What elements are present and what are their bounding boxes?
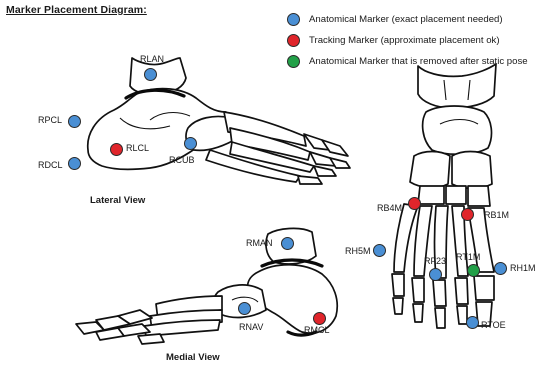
legend-label-tracking: Tracking Marker (approximate placement o… [309,35,500,46]
marker-label-rlcl: RLCL [126,143,149,153]
marker-rtoe [466,316,479,329]
marker-rnav [238,302,251,315]
marker-rdcl [68,157,81,170]
anatomical-marker-swatch [287,13,300,26]
marker-label-rlan: RLAN [140,54,164,64]
marker-rcub [184,137,197,150]
marker-rb1m [461,208,474,221]
legend-label-anatomical: Anatomical Marker (exact placement neede… [309,14,503,25]
diagram-title: Marker Placement Diagram: [6,4,147,16]
legend-item-removed: Anatomical Marker that is removed after … [287,53,528,69]
marker-rman [281,237,294,250]
marker-label-rh5m: RH5M [345,246,371,256]
marker-label-rb1m: RB1M [484,210,509,220]
marker-label-rt1m: RT1M [456,252,480,262]
medial-foot-drawing [76,228,337,344]
dorsal-foot-drawing [392,64,496,328]
marker-rt1m [467,264,480,277]
marker-rb4m [408,197,421,210]
legend-item-anatomical: Anatomical Marker (exact placement neede… [287,11,503,27]
legend-label-removed: Anatomical Marker that is removed after … [309,56,528,67]
marker-label-rf23: RF23 [424,256,446,266]
marker-rh5m [373,244,386,257]
marker-rpcl [68,115,81,128]
marker-label-rcub: RCUB [169,155,195,165]
marker-rmcl [313,312,326,325]
marker-label-rmcl: RMCL [304,325,330,335]
marker-label-rpcl: RPCL [38,115,62,125]
lateral-foot-drawing [88,58,350,184]
marker-label-rh1m: RH1M [510,263,536,273]
marker-label-rtoe: RTOE [481,320,506,330]
marker-rf23 [429,268,442,281]
marker-rh1m [494,262,507,275]
lateral-view-label: Lateral View [90,195,145,206]
marker-label-rman: RMAN [246,238,273,248]
marker-rlan [144,68,157,81]
marker-rlcl [110,143,123,156]
tracking-marker-swatch [287,34,300,47]
medial-view-label: Medial View [166,352,220,363]
marker-label-rnav: RNAV [239,322,263,332]
removed-marker-swatch [287,55,300,68]
legend-item-tracking: Tracking Marker (approximate placement o… [287,32,500,48]
marker-label-rb4m: RB4M [377,203,402,213]
marker-label-rdcl: RDCL [38,160,63,170]
